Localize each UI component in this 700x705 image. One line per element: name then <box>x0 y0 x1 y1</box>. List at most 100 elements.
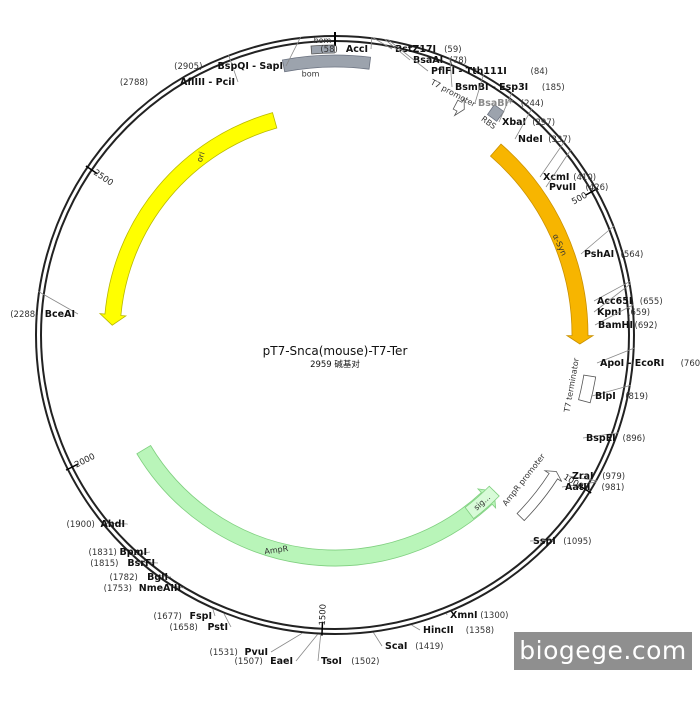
site-connector <box>296 634 317 661</box>
site-position: (1782) <box>110 573 138 583</box>
site-position: (655) <box>640 297 663 307</box>
site-position: (896) <box>623 434 646 444</box>
site-position: (1831) <box>89 548 117 558</box>
site-pvuii[interactable]: PvuII (426) <box>549 182 608 193</box>
site-scai[interactable]: ScaI (1419) <box>385 641 443 652</box>
tick-label: 2500 <box>91 168 115 188</box>
site-name: BsmBI - Esp3I <box>455 82 528 93</box>
site-bpmi[interactable]: BpmI(1831) <box>89 547 147 558</box>
site-fspi[interactable]: FspI(1677) <box>154 611 212 622</box>
site-position: (2788) <box>120 78 148 88</box>
site-position: (819) <box>625 392 648 402</box>
site-position: (1531) <box>210 648 238 658</box>
site-name: BglI <box>147 572 168 583</box>
site-name: PvuII <box>549 182 576 193</box>
site-bspei[interactable]: BspEI (896) <box>586 433 645 444</box>
site-name: XbaI <box>502 117 526 128</box>
site-position: (410) <box>573 173 596 183</box>
site-position: (78) <box>450 56 467 66</box>
site-bsaai[interactable]: BsaAI (78) <box>413 55 467 66</box>
site-xmni[interactable]: XmnI(1300) <box>450 610 508 621</box>
plasmid-title: pT7-Snca(mouse)-T7-Ter <box>263 344 408 358</box>
site-name: BspQI - SapI <box>218 61 283 72</box>
site-name: TsoI <box>321 656 342 667</box>
site-position: (1300) <box>480 611 508 621</box>
feature-t7-terminator <box>579 375 596 403</box>
site-nmeaiii[interactable]: NmeAIII(1753) <box>104 583 181 594</box>
site-bspqi-sapi[interactable]: BspQI - SapI (2905) <box>174 61 283 72</box>
site-pflfi-tth111i[interactable]: PflFI - Tth111I(84) <box>431 66 548 77</box>
site-connector <box>271 633 302 652</box>
site-pshai[interactable]: PshAI (564) <box>584 249 643 260</box>
site-position: (564) <box>621 250 644 260</box>
tick-label: 500 <box>570 191 589 208</box>
site-name: ZraI <box>572 471 594 482</box>
site-name: ScaI <box>385 641 407 652</box>
plasmid-length: 2959 碱基对 <box>310 359 360 370</box>
feature-label-bom: bom <box>302 70 320 79</box>
site-position: (979) <box>602 472 625 482</box>
site-position: (1815) <box>90 559 118 569</box>
site-bsabi[interactable]: BsaBI*(244) <box>478 98 544 109</box>
site-bsmbi-esp3i[interactable]: BsmBI - Esp3I(185) <box>455 82 565 93</box>
feature-bom <box>282 55 370 72</box>
watermark-text: biogege.com <box>514 632 692 670</box>
site-position: (1658) <box>170 623 198 633</box>
site-position: (59) <box>444 45 461 55</box>
site-hincii[interactable]: HincII (1358) <box>423 625 494 636</box>
site-position: (1358) <box>466 626 494 636</box>
site-position: (2905) <box>174 62 202 72</box>
site-bgli[interactable]: BglI (1782) <box>110 572 168 583</box>
site-position: (2288) <box>10 310 38 320</box>
site-name: PstI <box>207 622 228 633</box>
site-name: BsaAI <box>413 55 443 66</box>
site-name: XmnI <box>450 610 478 621</box>
site-position: (337) <box>548 135 571 145</box>
site-tsoi[interactable]: TsoI (1502) <box>321 656 379 667</box>
site-name: BsaBI* <box>478 98 513 109</box>
site-bsrfi[interactable]: BsrFI (1815) <box>90 558 155 569</box>
site-position: (58) <box>320 45 337 55</box>
site-position: (1502) <box>351 657 379 667</box>
site-name: HincII <box>423 625 454 636</box>
site-name: PvuI <box>245 647 268 658</box>
site-position: (297) <box>532 118 555 128</box>
site-position: (426) <box>586 183 609 193</box>
site-psti[interactable]: PstI (1658) <box>170 622 228 633</box>
site-name: EaeI <box>270 656 293 667</box>
tick-label: 1500 <box>318 604 329 626</box>
site-name: PshAI <box>584 249 614 260</box>
site-connector <box>373 633 382 646</box>
site-xbai[interactable]: XbaI (297) <box>502 117 555 128</box>
site-connector <box>412 625 420 630</box>
site-ahdi[interactable]: AhdI(1900) <box>67 519 125 530</box>
site-position: (1419) <box>415 642 443 652</box>
site-acc65i[interactable]: Acc65I(655) <box>597 296 663 307</box>
site-name: NmeAIII <box>139 583 181 594</box>
site-kpni[interactable]: KpnI(659) <box>597 307 650 318</box>
site-name: BspEI <box>586 433 616 444</box>
site-bamhi[interactable]: BamHI(692) <box>598 320 657 331</box>
site-apoi-ecori[interactable]: ApoI - EcoRI(760) <box>600 358 700 369</box>
site-position: (1095) <box>563 537 591 547</box>
site-name: BsrFI <box>127 558 155 569</box>
feature-label-bom: bom <box>314 36 332 45</box>
site-name: BlpI <box>595 391 616 402</box>
site-name: AatII <box>565 482 590 493</box>
site-position: (1507) <box>235 657 263 667</box>
site-name: AflIII - PciI <box>180 77 235 88</box>
site-name: SspI <box>533 536 556 547</box>
site-name: BpmI <box>120 547 147 558</box>
site-name: NdeI <box>518 134 543 145</box>
site-sspi[interactable]: SspI (1095) <box>533 536 591 547</box>
site-name: AhdI <box>101 519 125 530</box>
site-acci[interactable]: AccI(58) <box>320 44 368 55</box>
site-position: (760) <box>681 359 700 369</box>
tick-label: 2000 <box>73 452 97 471</box>
site-connector <box>213 609 215 616</box>
site-name: PflFI - Tth111I <box>431 66 507 77</box>
site-name: FspI <box>190 611 212 622</box>
feature-ampr <box>137 446 496 566</box>
